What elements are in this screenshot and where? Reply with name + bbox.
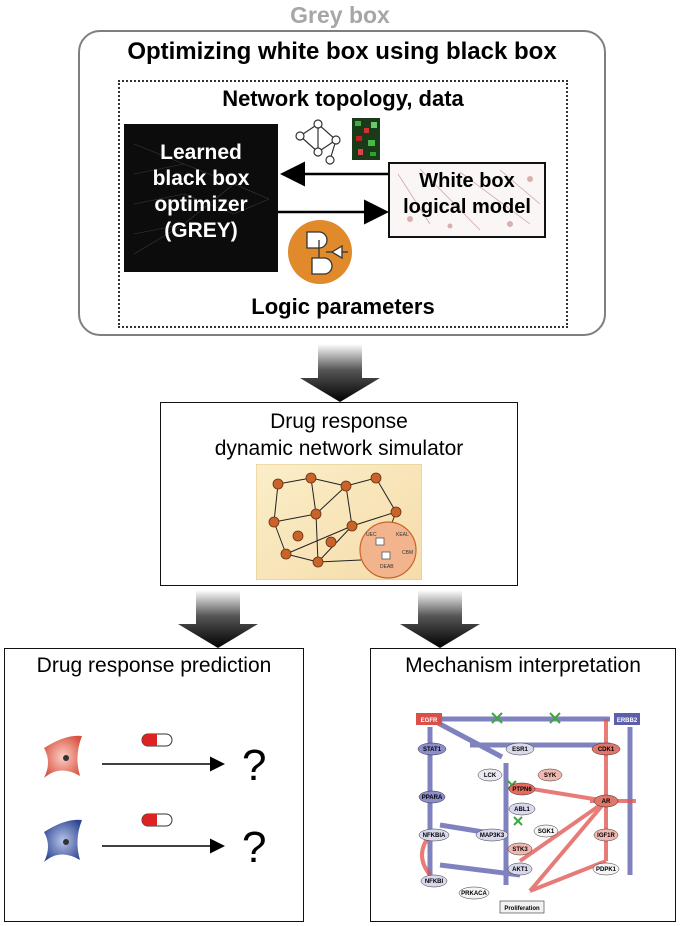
node-pdpk1: PDPK1 (592, 862, 620, 876)
svg-text:AKT1: AKT1 (512, 867, 528, 873)
blue-cell-icon (44, 819, 82, 862)
svg-text:EGFR: EGFR (421, 718, 438, 724)
prediction-box (4, 648, 304, 922)
black-box-line-1: Learned (160, 141, 242, 164)
mechanism-box (370, 648, 676, 922)
node-stat1: STAT1 (417, 742, 447, 756)
white-box-model (388, 162, 546, 238)
mechanism-title: Mechanism interpretation (405, 654, 641, 677)
node-erbb2: ERBB2 (614, 713, 640, 725)
node-stk3: STK3 (507, 842, 533, 856)
black-box-line-4: (GREY) (164, 219, 238, 242)
grey-box-label: Grey box (290, 2, 390, 28)
white-box-network-background (397, 168, 541, 231)
node-ptpn6: PTPN6 (508, 782, 536, 796)
svg-text:SGK1: SGK1 (538, 829, 555, 835)
white-box-line-2: logical model (403, 196, 531, 218)
svg-text:STK3: STK3 (512, 847, 528, 853)
inset-label-keal: KEAL (396, 532, 409, 538)
prediction-title: Drug response prediction (36, 654, 272, 677)
svg-text:AR: AR (602, 799, 611, 805)
svg-text:NFKBI: NFKBI (425, 879, 444, 885)
svg-text:ERBB2: ERBB2 (617, 718, 638, 724)
white-box-label: White box logical model (388, 168, 546, 220)
black-box-optimizer (124, 124, 278, 272)
black-box-line-3: optimizer (154, 193, 248, 216)
simulator-network-diagram: UEC KEAL CBM DEAB (256, 464, 422, 580)
svg-text:ESR1: ESR1 (512, 747, 528, 753)
logic-gate-icon (288, 220, 352, 284)
grey-box-title: Optimizing white box using black box (127, 38, 557, 65)
question-mark-1: ? (242, 741, 266, 790)
node-nfkbi: NFKBI (420, 874, 448, 888)
pill-icon-1 (141, 733, 173, 747)
svg-text:SYK: SYK (544, 773, 557, 779)
svg-text:PDPK1: PDPK1 (596, 867, 617, 873)
white-box-line-1: White box (419, 170, 515, 192)
neural-net-icon (133, 143, 270, 255)
svg-text:CDK1: CDK1 (598, 747, 615, 753)
pill-icon-2 (141, 813, 173, 827)
inset-label-deab: DEAB (380, 564, 394, 570)
simulator-title: Drug response dynamic network simulator (160, 408, 518, 462)
black-box-label: Learned black box optimizer (GREY) (124, 140, 278, 244)
node-ar: AR (593, 794, 619, 808)
node-syk: SYK (537, 768, 563, 782)
node-egfr: EGFR (416, 713, 442, 725)
svg-text:LCK: LCK (484, 773, 497, 779)
svg-text:IGF1R: IGF1R (597, 833, 615, 839)
svg-text:PRKACA: PRKACA (461, 891, 487, 897)
node-sgk1: SGK1 (533, 824, 559, 838)
simulator-inset-circle (359, 521, 417, 579)
network-graph-icon (295, 119, 341, 165)
svg-text:STAT1: STAT1 (423, 747, 442, 753)
svg-text:NFKBIA: NFKBIA (423, 833, 446, 839)
node-nfkbia: NFKBIA (418, 828, 450, 842)
svg-text:PTPN6: PTPN6 (512, 787, 532, 793)
node-cdk1: CDK1 (591, 742, 621, 756)
simulator-box (160, 402, 518, 586)
node-proliferation: Proliferation (499, 900, 545, 914)
node-map3k3: MAP3K3 (475, 828, 509, 842)
red-cell-icon (44, 735, 82, 778)
node-esr1: ESR1 (505, 742, 535, 756)
node-igf1r: IGF1R (593, 828, 619, 842)
logic-parameters-label: Logic parameters (251, 294, 435, 319)
down-arrow-to-mechanism (400, 590, 480, 648)
simulator-title-line-2: dynamic network simulator (214, 437, 464, 460)
inner-dotted-frame (118, 80, 568, 328)
node-ppara: PPARA (418, 790, 446, 804)
question-mark-2: ? (242, 823, 266, 872)
svg-text:PPARA: PPARA (422, 795, 443, 801)
simulator-title-line-1: Drug response (270, 410, 408, 433)
svg-text:Proliferation: Proliferation (504, 906, 540, 912)
node-akt1: AKT1 (507, 862, 533, 876)
heatmap-icon (352, 118, 380, 160)
node-prkaca: PRKACA (458, 886, 490, 900)
black-box-line-2: black box (152, 167, 250, 190)
prediction-graphics: ? ? (44, 733, 266, 872)
mechanism-pathway-diagram: EGFR ERBB2 STAT1 ESR1 CDK1 LCK SYK PTPN6… (416, 712, 640, 914)
inset-label-cbm: CBM (402, 550, 413, 556)
svg-text:ABL1: ABL1 (514, 807, 530, 813)
svg-text:MAP3K3: MAP3K3 (480, 833, 505, 839)
node-abl1: ABL1 (508, 802, 536, 816)
network-topology-label: Network topology, data (222, 86, 464, 111)
inset-label-uec: UEC (366, 532, 377, 538)
down-arrow-to-simulator (300, 344, 380, 402)
down-arrow-to-prediction (178, 590, 258, 648)
node-lck: LCK (477, 768, 503, 782)
